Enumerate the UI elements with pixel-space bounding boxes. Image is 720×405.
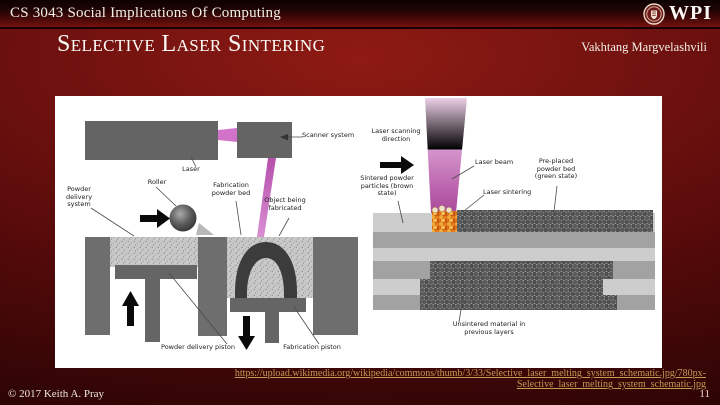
label-laser-sintering: Laser sintering [483,188,532,196]
sls-diagram-image: Scanner system Laser Roller Powder deliv… [55,96,662,368]
page-number: 11 [699,388,710,400]
roller-sphere [169,204,197,232]
unsintered-material-blocks [420,261,617,310]
copyright-notice: © 2017 Keith A. Pray [8,388,105,400]
object-arch [235,242,297,298]
sls-diagram-shapes [85,98,655,350]
pointer-lines-left [90,136,320,345]
author-name: Vakhtang Margvelashvili [581,40,707,54]
label-sintered-powder-particles: Sintered powder particles (brown state) [360,174,414,198]
left-chamber-powder [110,237,198,267]
label-powder-delivery-system: Powder delivery system [65,185,93,209]
powder-delivery-piston-shape [115,265,197,342]
powder-ridge [196,223,214,235]
label-object-being-fabricated: Object being fabricated [264,196,306,212]
label-powder-delivery-piston: Powder delivery piston [161,343,235,351]
scanner-box [237,122,292,158]
slide-title: Selective Laser Sintering [57,31,326,57]
slide-header-bar: CS 3043 Social Implications Of Computing… [0,0,720,29]
fabrication-piston-shape [230,298,306,343]
left-wall [85,237,110,335]
label-unsintered-material: Unsintered material in previous layers [452,320,526,336]
laser-cone-beam [425,98,467,213]
label-laser: Laser [182,165,200,173]
wpi-logo: WPI [643,2,720,25]
laser-diagonal-beam [257,158,276,237]
scanner-pointer-arrowhead [280,134,288,141]
label-fabrication-piston: Fabrication piston [283,343,341,351]
label-fabrication-powder-bed: Fabrication powder bed [211,181,251,197]
middle-wall [198,237,227,336]
right-wall [313,237,358,335]
laser-box [85,121,218,160]
sintering-spark-particles [432,205,453,213]
course-title: CS 3043 Social Implications Of Computing [10,5,281,21]
source-url-line1[interactable]: https://upload.wikimedia.org/wikipedia/c… [234,368,706,379]
source-url: https://upload.wikimedia.org/wikipedia/c… [235,368,706,390]
down-arrow [238,316,255,350]
pointer-lines-right [397,165,558,323]
wpi-logo-text: WPI [669,2,712,24]
green-state-powder-row [457,210,653,232]
wpi-seal-icon [643,2,665,25]
label-laser-beam: Laser beam [475,158,514,166]
source-url-line2[interactable]: Selective_laser_melting_system_schematic… [516,379,706,390]
label-scanner-system: Scanner system [302,131,355,139]
roller-direction-arrow [140,209,170,228]
label-laser-scanning-direction: Laser scanning direction [371,127,421,143]
laser-sintering-zone [432,211,457,232]
label-pre-placed-powder-bed: Pre-placed powder bed (green state) [534,157,578,181]
label-roller: Roller [147,178,167,186]
up-arrow [122,291,139,326]
laser-horizontal-beam [218,128,237,142]
scanning-direction-arrow [380,156,414,174]
